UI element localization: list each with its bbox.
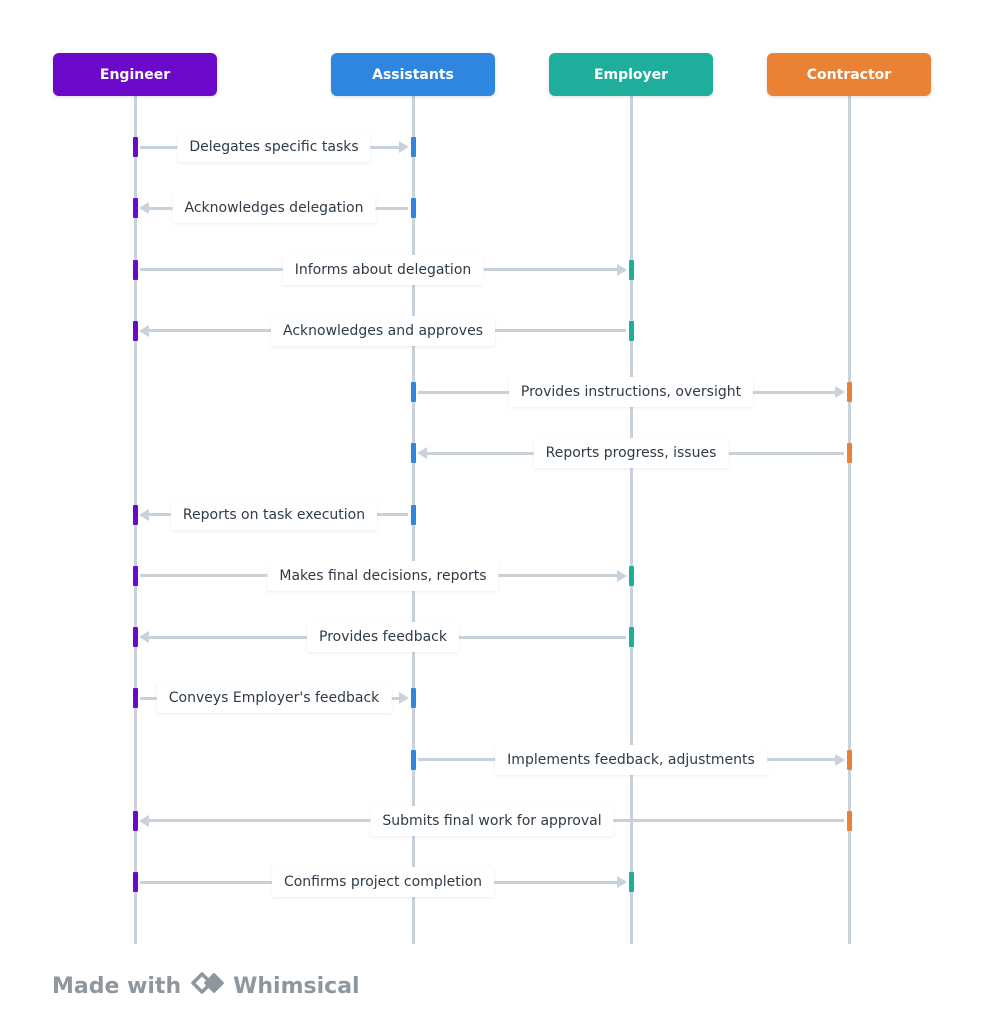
activation-assistants (410, 198, 416, 219)
message-label: Makes final decisions, reports (267, 560, 499, 591)
activation-contractor (846, 749, 852, 770)
activation-employer (628, 320, 634, 341)
arrow-head-icon (399, 692, 409, 705)
activation-engineer (132, 320, 138, 341)
activation-employer (628, 872, 634, 892)
activation-assistants (410, 382, 416, 402)
lifeline-contractor (847, 96, 851, 944)
message-label: Conveys Employer's feedback (156, 683, 392, 714)
message-label: Confirms project completion (271, 867, 495, 897)
arrow-head-icon (417, 447, 427, 460)
activation-engineer (132, 565, 138, 586)
message-label: Acknowledges delegation (172, 193, 376, 224)
message-label: Provides instructions, oversight (508, 377, 754, 407)
activation-engineer (132, 872, 138, 892)
arrow-head-icon (617, 876, 627, 888)
activation-engineer (132, 504, 138, 525)
arrow-head-icon (835, 386, 845, 398)
arrow-head-icon (139, 508, 149, 521)
activation-assistants (410, 749, 416, 770)
made-with-text: Made with (52, 973, 182, 999)
activation-assistants (410, 504, 416, 525)
activation-engineer (132, 198, 138, 219)
activation-contractor (846, 810, 852, 831)
message-label: Reports progress, issues (533, 438, 729, 469)
arrow-head-icon (139, 324, 149, 337)
activation-engineer (132, 688, 138, 709)
message-label: Provides feedback (307, 622, 459, 652)
whimsical-logo-icon (191, 969, 227, 1003)
activation-assistants (410, 137, 416, 157)
message-label: Reports on task execution (170, 499, 378, 530)
arrow-head-icon (399, 141, 409, 153)
footer-watermark: Made with Whimsical (52, 966, 360, 1006)
actor-contractor[interactable]: Contractor (767, 53, 931, 96)
activation-contractor (846, 443, 852, 464)
actor-employer[interactable]: Employer (549, 53, 713, 96)
lifeline-employer (629, 96, 633, 944)
activation-engineer (132, 259, 138, 280)
message-label: Implements feedback, adjustments (495, 744, 767, 775)
activation-assistants (410, 688, 416, 709)
arrow-head-icon (617, 569, 627, 582)
activation-contractor (846, 382, 852, 402)
message-label: Informs about delegation (282, 254, 484, 285)
activation-employer (628, 259, 634, 280)
activation-engineer (132, 627, 138, 647)
arrow-head-icon (835, 753, 845, 766)
message-label: Delegates specific tasks (177, 132, 371, 162)
actor-assistants[interactable]: Assistants (331, 53, 495, 96)
actor-engineer[interactable]: Engineer (53, 53, 217, 96)
activation-employer (628, 565, 634, 586)
arrow-head-icon (139, 631, 149, 643)
arrow-head-icon (139, 202, 149, 215)
arrow-head-icon (139, 814, 149, 827)
message-label: Submits final work for approval (370, 805, 614, 836)
activation-employer (628, 627, 634, 647)
activation-assistants (410, 443, 416, 464)
activation-engineer (132, 810, 138, 831)
brand-name: Whimsical (233, 973, 360, 999)
message-label: Acknowledges and approves (270, 315, 496, 346)
arrow-head-icon (617, 263, 627, 276)
activation-engineer (132, 137, 138, 157)
